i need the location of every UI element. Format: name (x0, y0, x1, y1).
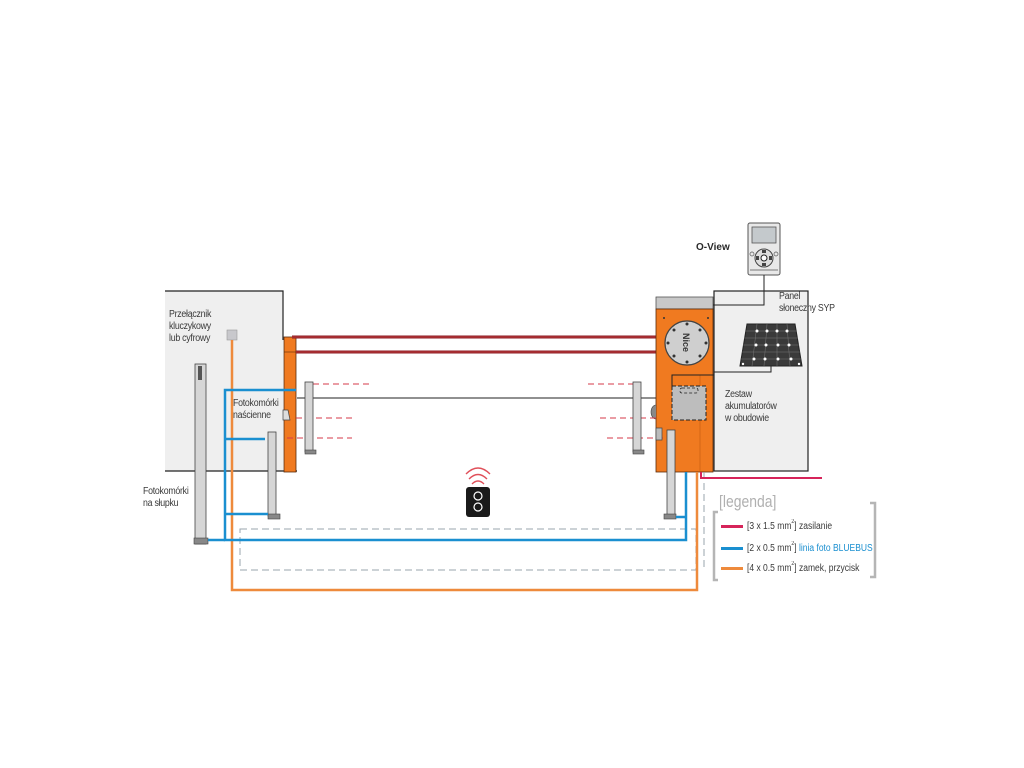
label-post-photocells-line2: na słupku (143, 498, 179, 509)
legend-swatch-power (721, 525, 743, 528)
o-view-cable (713, 275, 765, 306)
left-wall-outline (165, 290, 284, 340)
cable-bluebus (208, 388, 688, 542)
legend-title: [legenda] (719, 492, 777, 511)
legend-sup: 2 (791, 541, 795, 547)
legend-item-power: [3 x 1.5 mm2] zasilanie (721, 519, 847, 532)
boom-rest-post (283, 336, 297, 473)
label-solar-panel-line2: słoneczny SYP (779, 303, 835, 314)
legend-bracket-left (712, 510, 718, 582)
barrier-cabinet-top (655, 296, 714, 310)
legend-spec: [3 x 1.5 mm (747, 521, 792, 532)
label-key-switch-line2: kluczykowy (169, 321, 211, 332)
barrier-motor-disc (664, 320, 710, 366)
label-o-view: O-View (696, 242, 730, 253)
photocell-beams (287, 383, 668, 439)
legend-spec: [4 x 0.5 mm (747, 563, 792, 574)
photocell-post-right-inner (632, 381, 645, 455)
label-solar-panel: Panel słoneczny SYP (779, 291, 835, 315)
label-battery-kit: Zestaw akumulatorów w obudowie (725, 389, 777, 425)
legend-item-bluebus: [2 x 0.5 mm2] linia foto BLUEBUS (721, 541, 895, 554)
solar-panel (739, 323, 803, 367)
underground-conduit (239, 528, 697, 571)
label-post-photocells: Fotokomórki na słupku (143, 486, 189, 510)
label-battery-kit-line3: w obudowie (725, 413, 769, 424)
legend-text-power: [3 x 1.5 mm2] zasilanie (747, 519, 833, 532)
cable-lock-button (230, 340, 699, 592)
legend-bracket-right (870, 501, 877, 579)
cabinet-side-bump (650, 404, 657, 420)
label-key-switch: Przełącznik kluczykowy lub cyfrowy (169, 309, 211, 345)
remote-signal-waves-icon (465, 467, 491, 485)
photocell-post-left-mid (267, 431, 281, 520)
o-view-device (747, 222, 781, 276)
wall-photocell-left (282, 409, 291, 421)
cable-power (700, 472, 822, 479)
legend-text-bluebus: [2 x 0.5 mm2] linia foto BLUEBUS (747, 541, 873, 554)
legend-swatch-lock-button (721, 567, 743, 570)
label-battery-kit-line1: Zestaw (725, 389, 752, 400)
label-key-switch-line1: Przełącznik (169, 309, 212, 320)
solar-panel-cable (714, 366, 772, 373)
right-wall (713, 290, 809, 472)
barrier-brand-logo: Nice (681, 333, 691, 352)
label-post-photocells-line1: Fotokomórki (143, 486, 189, 497)
legend-spec: [2 x 0.5 mm (747, 543, 792, 554)
legend-item-lock-button: [4 x 0.5 mm2] zamek, przycisk (721, 561, 879, 574)
battery-kit (671, 385, 707, 421)
battery-handle (679, 387, 699, 394)
key-switch-device (226, 329, 238, 341)
legend-sup: 2 (791, 519, 795, 525)
legend-text-lock-button: [4 x 0.5 mm2] zamek, przycisk (747, 561, 860, 574)
motor-bolts (663, 317, 709, 364)
label-wall-photocells-line2: naścienne (233, 410, 271, 421)
legend-desc: linia foto BLUEBUS (798, 543, 873, 554)
label-wall-photocells: Fotokomórki naścienne (233, 398, 279, 422)
label-wall-photocells-line1: Fotokomórki (233, 398, 279, 409)
remote-control (465, 467, 491, 517)
label-key-switch-line3: lub cyfrowy (169, 333, 211, 344)
legend-desc: zasilanie (798, 521, 833, 532)
legend-desc: zamek, przycisk (798, 563, 860, 574)
label-battery-kit-line2: akumulatorów (725, 401, 777, 412)
legend-swatch-bluebus (721, 547, 743, 550)
battery-kit-link (671, 374, 714, 386)
legend-sup: 2 (791, 561, 795, 567)
wall-photocell-right (655, 427, 663, 441)
label-solar-panel-line1: Panel (779, 291, 801, 302)
photocell-post-left-outer (193, 363, 209, 545)
photocell-post-left-inner (304, 381, 317, 455)
